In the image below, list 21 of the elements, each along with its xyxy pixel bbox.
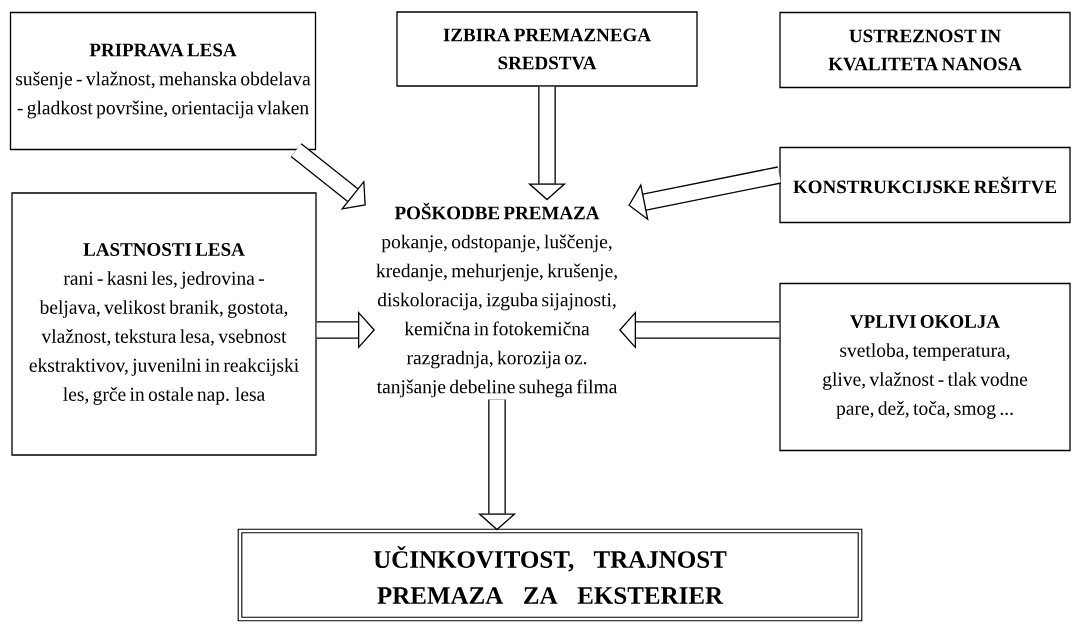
box-heading: LASTNOSTI LESA xyxy=(83,243,245,256)
text-box xyxy=(11,192,317,456)
box-text: pokanje, odstopanje, luščenje, kredanje, mehurjenje, krušenje, diskoloracija, izguba sijajnosti, kemična in fotokemična razgradnja, korozija oz. tanjšanje debeline suhega filma xyxy=(376,234,618,398)
box-text: sušenje - vlažnost, mehanska obdelava - gladkost površine, orientacija vlaken xyxy=(16,71,311,119)
box-text: svetloba, temperatura, glive, vlažnost - tlak vodne pare, dež, toča, smog ... xyxy=(823,343,1028,419)
box-heading: PRIPRAVA LESA xyxy=(89,43,237,57)
result-box xyxy=(237,528,863,622)
text-box xyxy=(396,11,698,87)
block-arrow xyxy=(290,143,366,210)
text-box xyxy=(779,11,1071,89)
text-box xyxy=(779,282,1071,452)
text-box xyxy=(779,146,1071,224)
box-heading: USTREZNOST IN KVALITETA NANOSA xyxy=(828,29,1022,71)
box-text: rani - kasni les, jedrovina - beljava, velikost branik, gostota, vlažnost, tekstura lesa, vsebnost ekstraktivov, juvenilni in reakcijski les, grče in ostale nap. lesa xyxy=(29,271,299,405)
box-heading: KONSTRUKCIJSKE REŠITVE xyxy=(793,176,1057,194)
block-arrow xyxy=(628,166,782,221)
box-heading: VPLIVI OKOLJA xyxy=(850,315,1000,328)
text-box xyxy=(9,11,317,151)
box-heading: UČINKOVITOST, TRAJNOST PREMAZA ZA EKSTERIER xyxy=(373,546,727,604)
box-heading: POŠKODBE PREMAZA xyxy=(394,202,600,220)
box-heading: IZBIRA PREMAZNEGA SREDSTVA xyxy=(443,28,651,70)
